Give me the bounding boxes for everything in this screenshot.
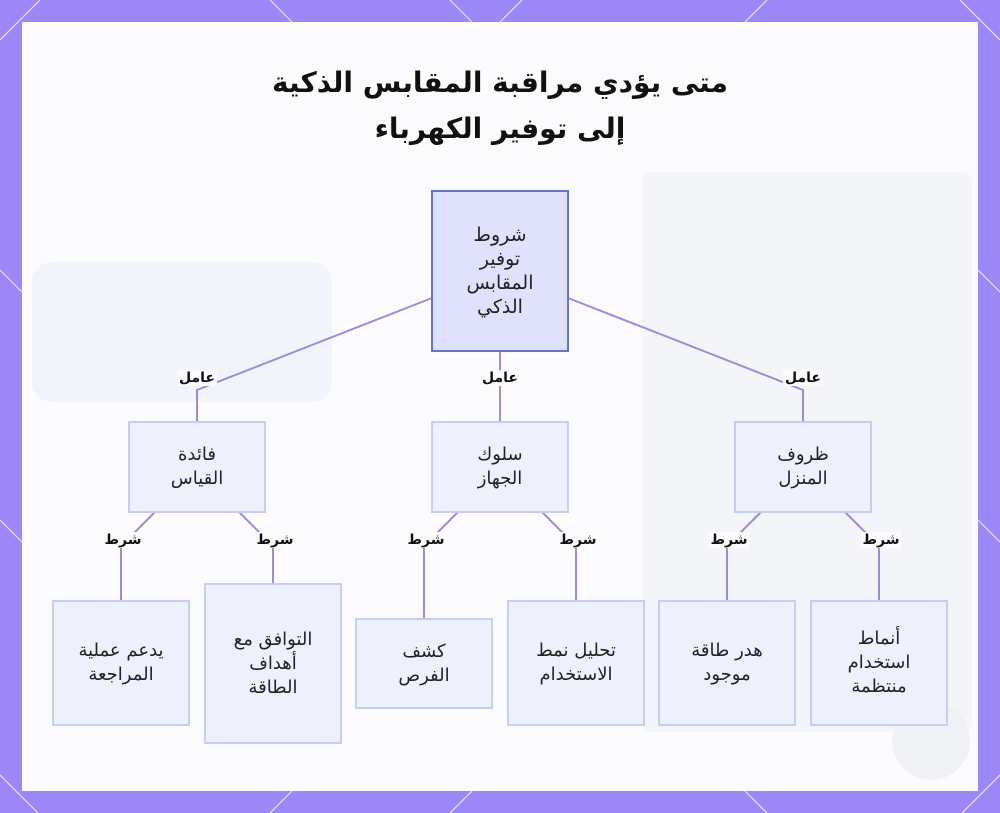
condition-node-existing-waste: هدر طاقة موجود bbox=[658, 600, 796, 726]
root-node-label: شروط توفير المقابس الذكي bbox=[466, 224, 534, 318]
condition-node-energy-goals: التوافق مع أهداف الطاقة bbox=[204, 583, 342, 744]
condition-node-label: التوافق مع أهداف الطاقة bbox=[233, 628, 313, 698]
edge-label-factor-1: عامل bbox=[177, 370, 217, 386]
condition-node-regular-usage: أنماط استخدام منتظمة bbox=[810, 600, 948, 726]
factor-node-label: ظروف المنزل bbox=[777, 444, 829, 489]
factor-node-measurement-benefit: فائدة القياس bbox=[128, 421, 266, 513]
edge-root-factor-1 bbox=[196, 297, 433, 421]
edge-label-cond-2: شرط bbox=[254, 532, 296, 548]
root-node: شروط توفير المقابس الذكي bbox=[431, 190, 569, 352]
title-line-1: متى يؤدي مراقبة المقابس الذكية bbox=[272, 66, 728, 99]
edge-factor-1-cond-1 bbox=[120, 511, 156, 600]
factor-node-device-behavior: سلوك الجهاز bbox=[431, 421, 569, 513]
edge-label-cond-4: شرط bbox=[557, 532, 599, 548]
condition-node-supports-review: يدعم عملية المراجعة bbox=[52, 600, 190, 726]
edge-factor-3-cond-5 bbox=[726, 511, 762, 600]
edge-root-factor-3 bbox=[567, 297, 804, 421]
factor-node-label: فائدة القياس bbox=[170, 444, 224, 489]
edge-label-factor-3: عامل bbox=[783, 370, 823, 386]
edge-label-factor-2: عامل bbox=[480, 370, 520, 386]
title-line-2: إلى توفير الكهرباء bbox=[374, 112, 626, 145]
condition-node-label: أنماط استخدام منتظمة bbox=[847, 628, 911, 697]
edge-factor-3-cond-6 bbox=[844, 511, 880, 600]
factor-node-label: سلوك الجهاز bbox=[477, 444, 523, 489]
diagram-title: متى يؤدي مراقبة المقابس الذكية إلى توفير… bbox=[200, 60, 800, 152]
condition-node-label: كشف الفرص bbox=[398, 640, 450, 686]
edge-factor-2-cond-3 bbox=[423, 511, 459, 618]
condition-node-label: تحليل نمط الاستخدام bbox=[536, 640, 616, 685]
edge-label-cond-5: شرط bbox=[708, 532, 750, 548]
factor-node-home-conditions: ظروف المنزل bbox=[734, 421, 872, 513]
condition-node-detect-opportunities: كشف الفرص bbox=[355, 618, 493, 709]
condition-node-usage-pattern: تحليل نمط الاستخدام bbox=[507, 600, 645, 726]
condition-node-label: هدر طاقة موجود bbox=[691, 640, 763, 685]
edge-label-cond-6: شرط bbox=[860, 532, 902, 548]
edge-factor-2-cond-4 bbox=[541, 511, 577, 600]
condition-node-label: يدعم عملية المراجعة bbox=[78, 640, 164, 685]
edge-label-cond-3: شرط bbox=[405, 532, 447, 548]
edge-label-cond-1: شرط bbox=[102, 532, 144, 548]
